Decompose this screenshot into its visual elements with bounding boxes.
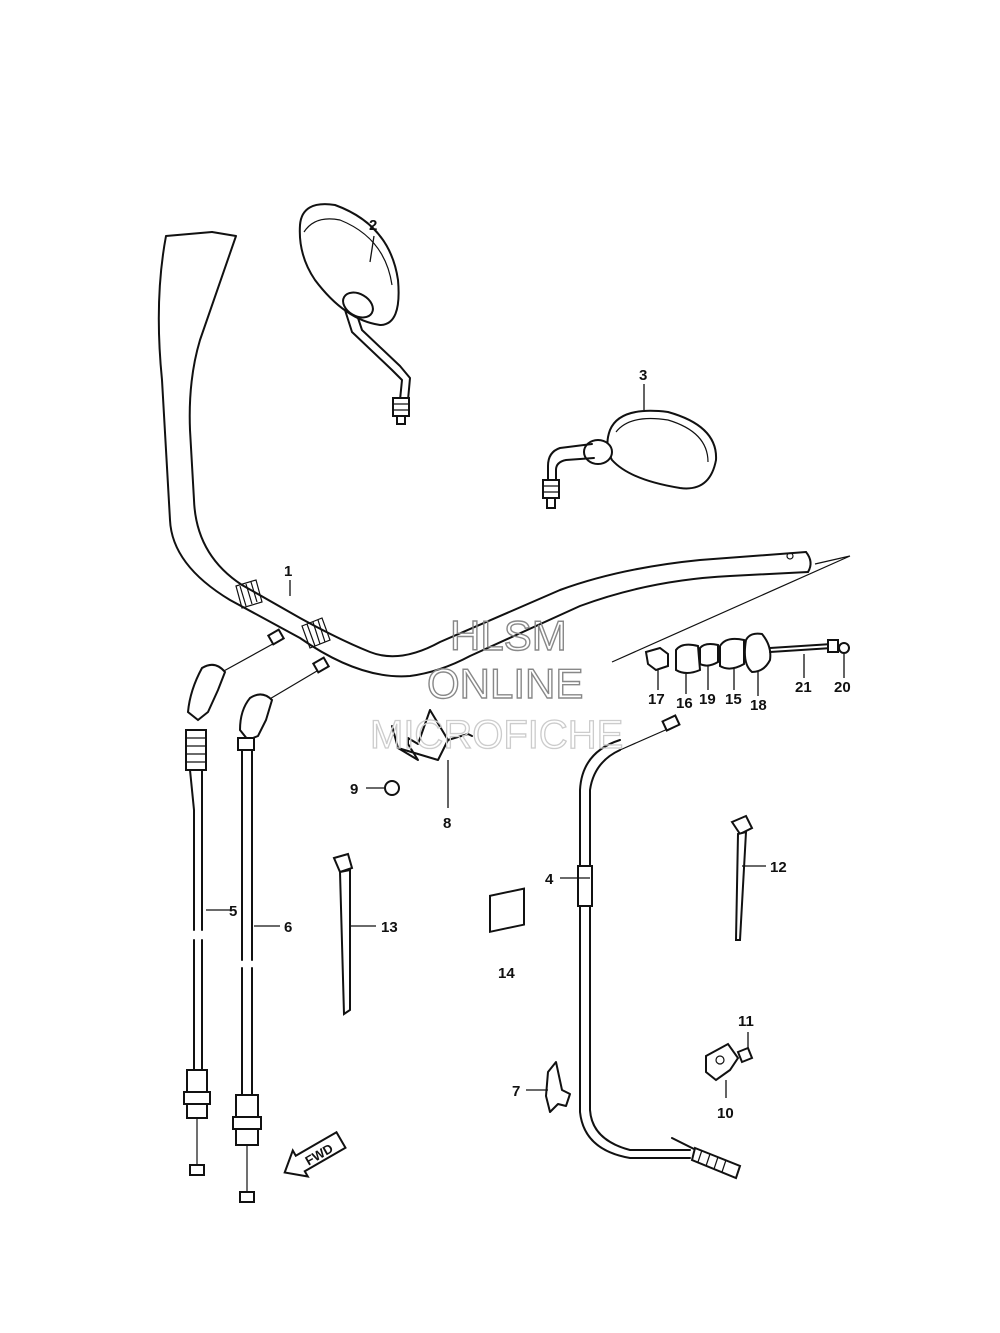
callout-11: 11 [738,1013,754,1030]
clamp-7[interactable] [545,1061,571,1113]
leader-lines [206,235,845,1098]
callout-15: 15 [725,691,742,708]
label-sticker-14[interactable] [489,887,525,934]
callout-12: 12 [770,859,787,876]
clutch-cable-4[interactable] [577,714,742,1180]
callout-16: 16 [676,695,693,712]
cable-tie-13[interactable] [332,852,354,1016]
watermark-line2: ONLINE [427,660,583,707]
mirror-right[interactable] [542,409,718,509]
fwd-arrow: FWD [283,1130,347,1178]
callout-17: 17 [648,691,665,708]
mirror-left[interactable] [298,203,411,425]
bracket-8[interactable] [384,709,473,796]
callout-7: 7 [512,1083,520,1100]
callout-21: 21 [795,679,812,696]
throttle-cable-5[interactable] [183,628,286,1176]
knurl-right [301,617,331,649]
callout-1: 1 [284,563,292,580]
cable-tie-12[interactable] [730,814,754,941]
callout-13: 13 [381,919,398,936]
callout-19: 19 [699,691,716,708]
bar-end-parts[interactable] [644,632,850,674]
callout-2: 2 [369,217,377,234]
watermark: HLSM ONLINE MICROFICHE [369,611,624,757]
bracket-10[interactable] [705,1042,754,1082]
callout-9: 9 [350,781,358,798]
callout-18: 18 [750,697,767,714]
throttle-cable-6[interactable] [232,656,331,1203]
knurl-left [235,579,263,609]
callout-3: 3 [639,367,647,384]
watermark-line1: HLSM [450,612,567,659]
callout-5: 5 [229,903,237,920]
callout-4: 4 [545,871,554,888]
callout-14: 14 [498,965,515,982]
callout-10: 10 [717,1105,734,1122]
watermark-line3: MICROFICHE [370,713,623,757]
callout-20: 20 [834,679,851,696]
callout-6: 6 [284,919,292,936]
callout-8: 8 [443,815,451,832]
handlebar[interactable] [157,231,851,678]
